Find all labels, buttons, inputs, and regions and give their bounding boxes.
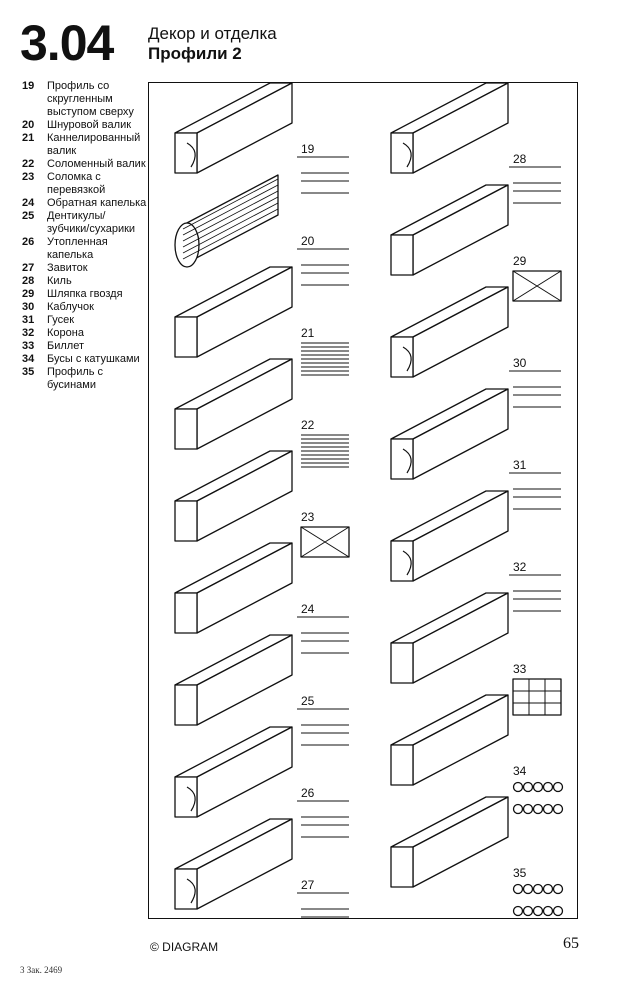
legend-text: Утопленная капелька: [47, 236, 108, 261]
legend-text: Профиль с бусинами: [47, 366, 104, 391]
legend-number: 30: [22, 301, 35, 313]
figure-number: 29: [513, 254, 527, 268]
legend-item: 29 Шляпка гвоздя: [22, 288, 147, 301]
legend-item: 23 Соломка с перевязкой: [22, 171, 147, 197]
legend-number: 23: [22, 171, 35, 183]
molding-figure-26: 26: [174, 726, 349, 838]
legend-number: 24: [22, 197, 35, 209]
page-number: 65: [563, 935, 579, 952]
legend-item: 21 Каннелированный валик: [22, 132, 147, 158]
figure-number: 19: [301, 142, 315, 156]
figure-number: 31: [513, 458, 527, 472]
legend-number: 31: [22, 314, 35, 326]
figure-number: 33: [513, 662, 527, 676]
page-subtitle: Профили 2: [148, 43, 242, 63]
figure-number: 22: [301, 418, 315, 432]
legend-item: 27 Завиток: [22, 262, 147, 275]
figure-number: 26: [301, 786, 315, 800]
molding-figure-35: 35: [390, 796, 564, 917]
legend-item: 28 Киль: [22, 275, 147, 288]
legend-text: Завиток: [47, 262, 88, 274]
figure-number: 20: [301, 234, 315, 248]
figure-number: 21: [301, 326, 315, 340]
legend-number: 28: [22, 275, 35, 287]
legend-item: 34 Бусы с катушками: [22, 353, 147, 366]
legend-item: 35 Профиль с бусинами: [22, 366, 147, 392]
legend-text: Биллет: [47, 340, 84, 352]
molding-figure-23: 23: [174, 450, 350, 558]
legend-number: 34: [22, 353, 35, 365]
legend-item: 26 Утопленная капелька: [22, 236, 147, 262]
molding-figure-32: 32: [390, 490, 561, 612]
illustration-frame: 19 20 21 22 23 24 25 26 27 28 29 30 31 32 33 34 35: [148, 82, 578, 919]
figure-number: 27: [301, 878, 315, 892]
legend-number: 20: [22, 119, 35, 131]
legend-text: Корона: [47, 327, 84, 339]
legend-text: Шнуровой валик: [47, 119, 132, 131]
figure-number: 35: [513, 866, 527, 880]
legend-item: 31 Гусек: [22, 314, 147, 327]
legend-text: Каблучок: [47, 301, 94, 313]
figure-number: 34: [513, 764, 527, 778]
molding-figure-29: 29: [390, 184, 562, 302]
molding-figure-33: 33: [390, 592, 562, 716]
molding-figure-28: 28: [390, 83, 561, 204]
legend-number: 33: [22, 340, 35, 352]
legend-item: 33 Биллет: [22, 340, 147, 353]
molding-illustrations: 19 20 21 22 23 24 25 26 27 28 29 30 31 32 33 34 35: [174, 83, 564, 918]
legend-item: 22 Соломенный валик: [22, 158, 147, 171]
legend-number: 26: [22, 236, 35, 248]
molding-figure-34: 34: [390, 694, 564, 815]
molding-figure-25: 25: [174, 634, 349, 746]
print-note: 3 Зак. 2469: [20, 965, 63, 975]
figure-number: 24: [301, 602, 315, 616]
figure-number: 25: [301, 694, 315, 708]
legend-text: Дентикулы/ зубчики/сухарики: [47, 210, 136, 235]
figure-number: 28: [513, 152, 527, 166]
legend-item: 24 Обратная капелька: [22, 197, 147, 210]
legend-item: 20 Шнуровой валик: [22, 119, 147, 132]
section-number: 3.04: [20, 15, 114, 71]
legend-number: 22: [22, 158, 35, 170]
molding-figure-19: 19: [174, 83, 349, 194]
title-block: Декор и отделка Профили 2: [148, 24, 277, 63]
legend-number: 27: [22, 262, 35, 274]
legend-text: Киль: [47, 275, 72, 287]
figure-number: 23: [301, 510, 315, 524]
legend-item: 30 Каблучок: [22, 301, 147, 314]
legend-list: 19 Профиль со скругленным выступом сверху…: [22, 80, 147, 392]
legend-item: 19 Профиль со скругленным выступом сверху: [22, 80, 147, 119]
legend-item: 25 Дентикулы/ зубчики/сухарики: [22, 210, 147, 236]
molding-figure-24: 24: [174, 542, 349, 654]
legend-number: 19: [22, 80, 35, 92]
legend-number: 32: [22, 327, 35, 339]
legend-text: Соломка с перевязкой: [47, 171, 106, 196]
legend-text: Гусек: [47, 314, 75, 326]
legend-text: Бусы с катушками: [47, 353, 140, 365]
page-title: Декор и отделка: [148, 24, 277, 43]
legend-item: 32 Корона: [22, 327, 147, 340]
legend-number: 21: [22, 132, 35, 144]
molding-figure-20: 20: [174, 174, 349, 286]
legend-number: 35: [22, 366, 35, 378]
molding-figure-30: 30: [390, 286, 561, 408]
legend-text: Шляпка гвоздя: [47, 288, 123, 300]
molding-figure-21: 21: [174, 266, 349, 376]
molding-figure-27: 27: [174, 818, 349, 918]
legend-text: Каннелированный валик: [47, 132, 141, 157]
figure-number: 32: [513, 560, 527, 574]
copyright-brand: © DIAGRAM: [150, 940, 219, 954]
molding-figure-31: 31: [390, 388, 561, 510]
legend-text: Соломенный валик: [47, 158, 146, 170]
legend-number: 25: [22, 210, 35, 222]
molding-figure-22: 22: [174, 358, 349, 468]
legend-text: Профиль со скругленным выступом сверху: [47, 80, 134, 118]
figure-number: 30: [513, 356, 527, 370]
legend-text: Обратная капелька: [47, 197, 147, 209]
legend-number: 29: [22, 288, 35, 300]
